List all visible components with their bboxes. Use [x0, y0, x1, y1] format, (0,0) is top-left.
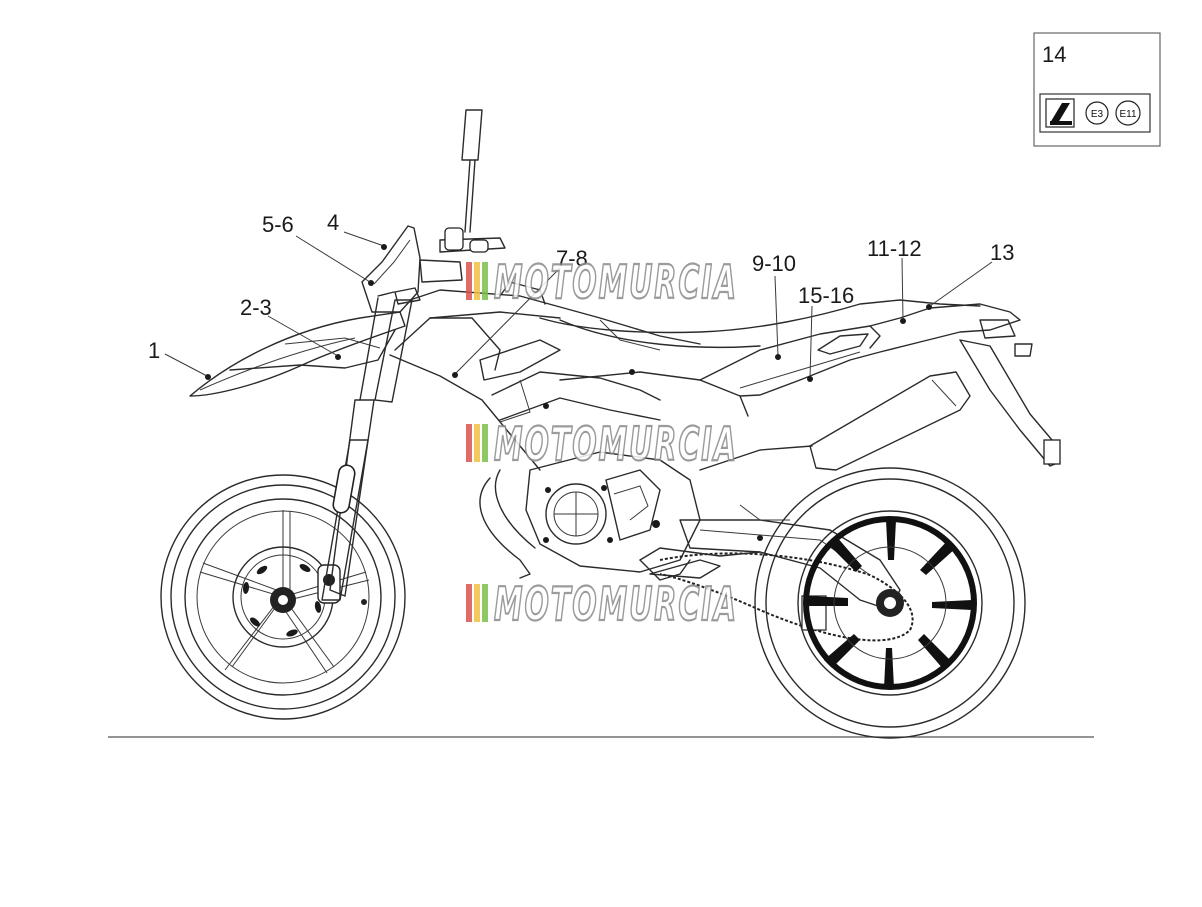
front-fender [189, 311, 406, 397]
watermark-stripe [482, 584, 488, 622]
watermark-stripe [474, 584, 480, 622]
frame-and-tank [389, 281, 749, 471]
callout-label-13: 13 [990, 240, 1014, 265]
watermark-stripe [466, 424, 472, 462]
watermark-top: MOTOMURCIA [466, 254, 738, 310]
piaggio-logo-icon [1045, 98, 1075, 128]
e3-badge-label: E3 [1091, 109, 1104, 120]
watermark-bottom: MOTOMURCIA [466, 576, 738, 632]
legend-box: 14 E3 E11 [1033, 32, 1161, 147]
front-wheel [160, 474, 406, 720]
seat [539, 299, 981, 349]
callout-leaders [164, 231, 993, 382]
watermark-middle: MOTOMURCIA [466, 416, 738, 472]
handlebar-mirror [419, 109, 506, 283]
rear-bodywork [699, 303, 1061, 467]
callout-label-4: 4 [327, 210, 339, 235]
watermark-stripe [474, 424, 480, 462]
watermark-text: MOTOMURCIA [494, 577, 738, 631]
callout-label-5-6: 5-6 [262, 212, 294, 237]
exhaust [479, 371, 971, 579]
front-fork [321, 297, 413, 601]
callout-label-1: 1 [148, 338, 160, 363]
e3-badge-icon: E3 [1085, 101, 1109, 125]
callout-label-11-12: 11-12 [867, 236, 922, 261]
rear-wheel [754, 467, 1026, 739]
watermark-stripe [482, 262, 488, 300]
callout-label-15-16: 15-16 [798, 283, 854, 308]
watermark-stripe [466, 262, 472, 300]
headlight-fairing [361, 225, 421, 313]
callout-label-9-10: 9-10 [752, 251, 796, 276]
engine [525, 369, 763, 581]
e11-badge-icon: E11 [1115, 100, 1141, 126]
legend-number: 14 [1042, 42, 1066, 67]
watermark-stripe [482, 424, 488, 462]
callout-label-2-3: 2-3 [240, 295, 272, 320]
e11-badge-label: E11 [1119, 109, 1136, 120]
watermark-text: MOTOMURCIA [494, 417, 738, 471]
watermark-text: MOTOMURCIA [494, 255, 738, 309]
callout-label-7-8: 7-8 [556, 246, 588, 271]
watermark-stripe [466, 584, 472, 622]
watermark-stripe [474, 262, 480, 300]
